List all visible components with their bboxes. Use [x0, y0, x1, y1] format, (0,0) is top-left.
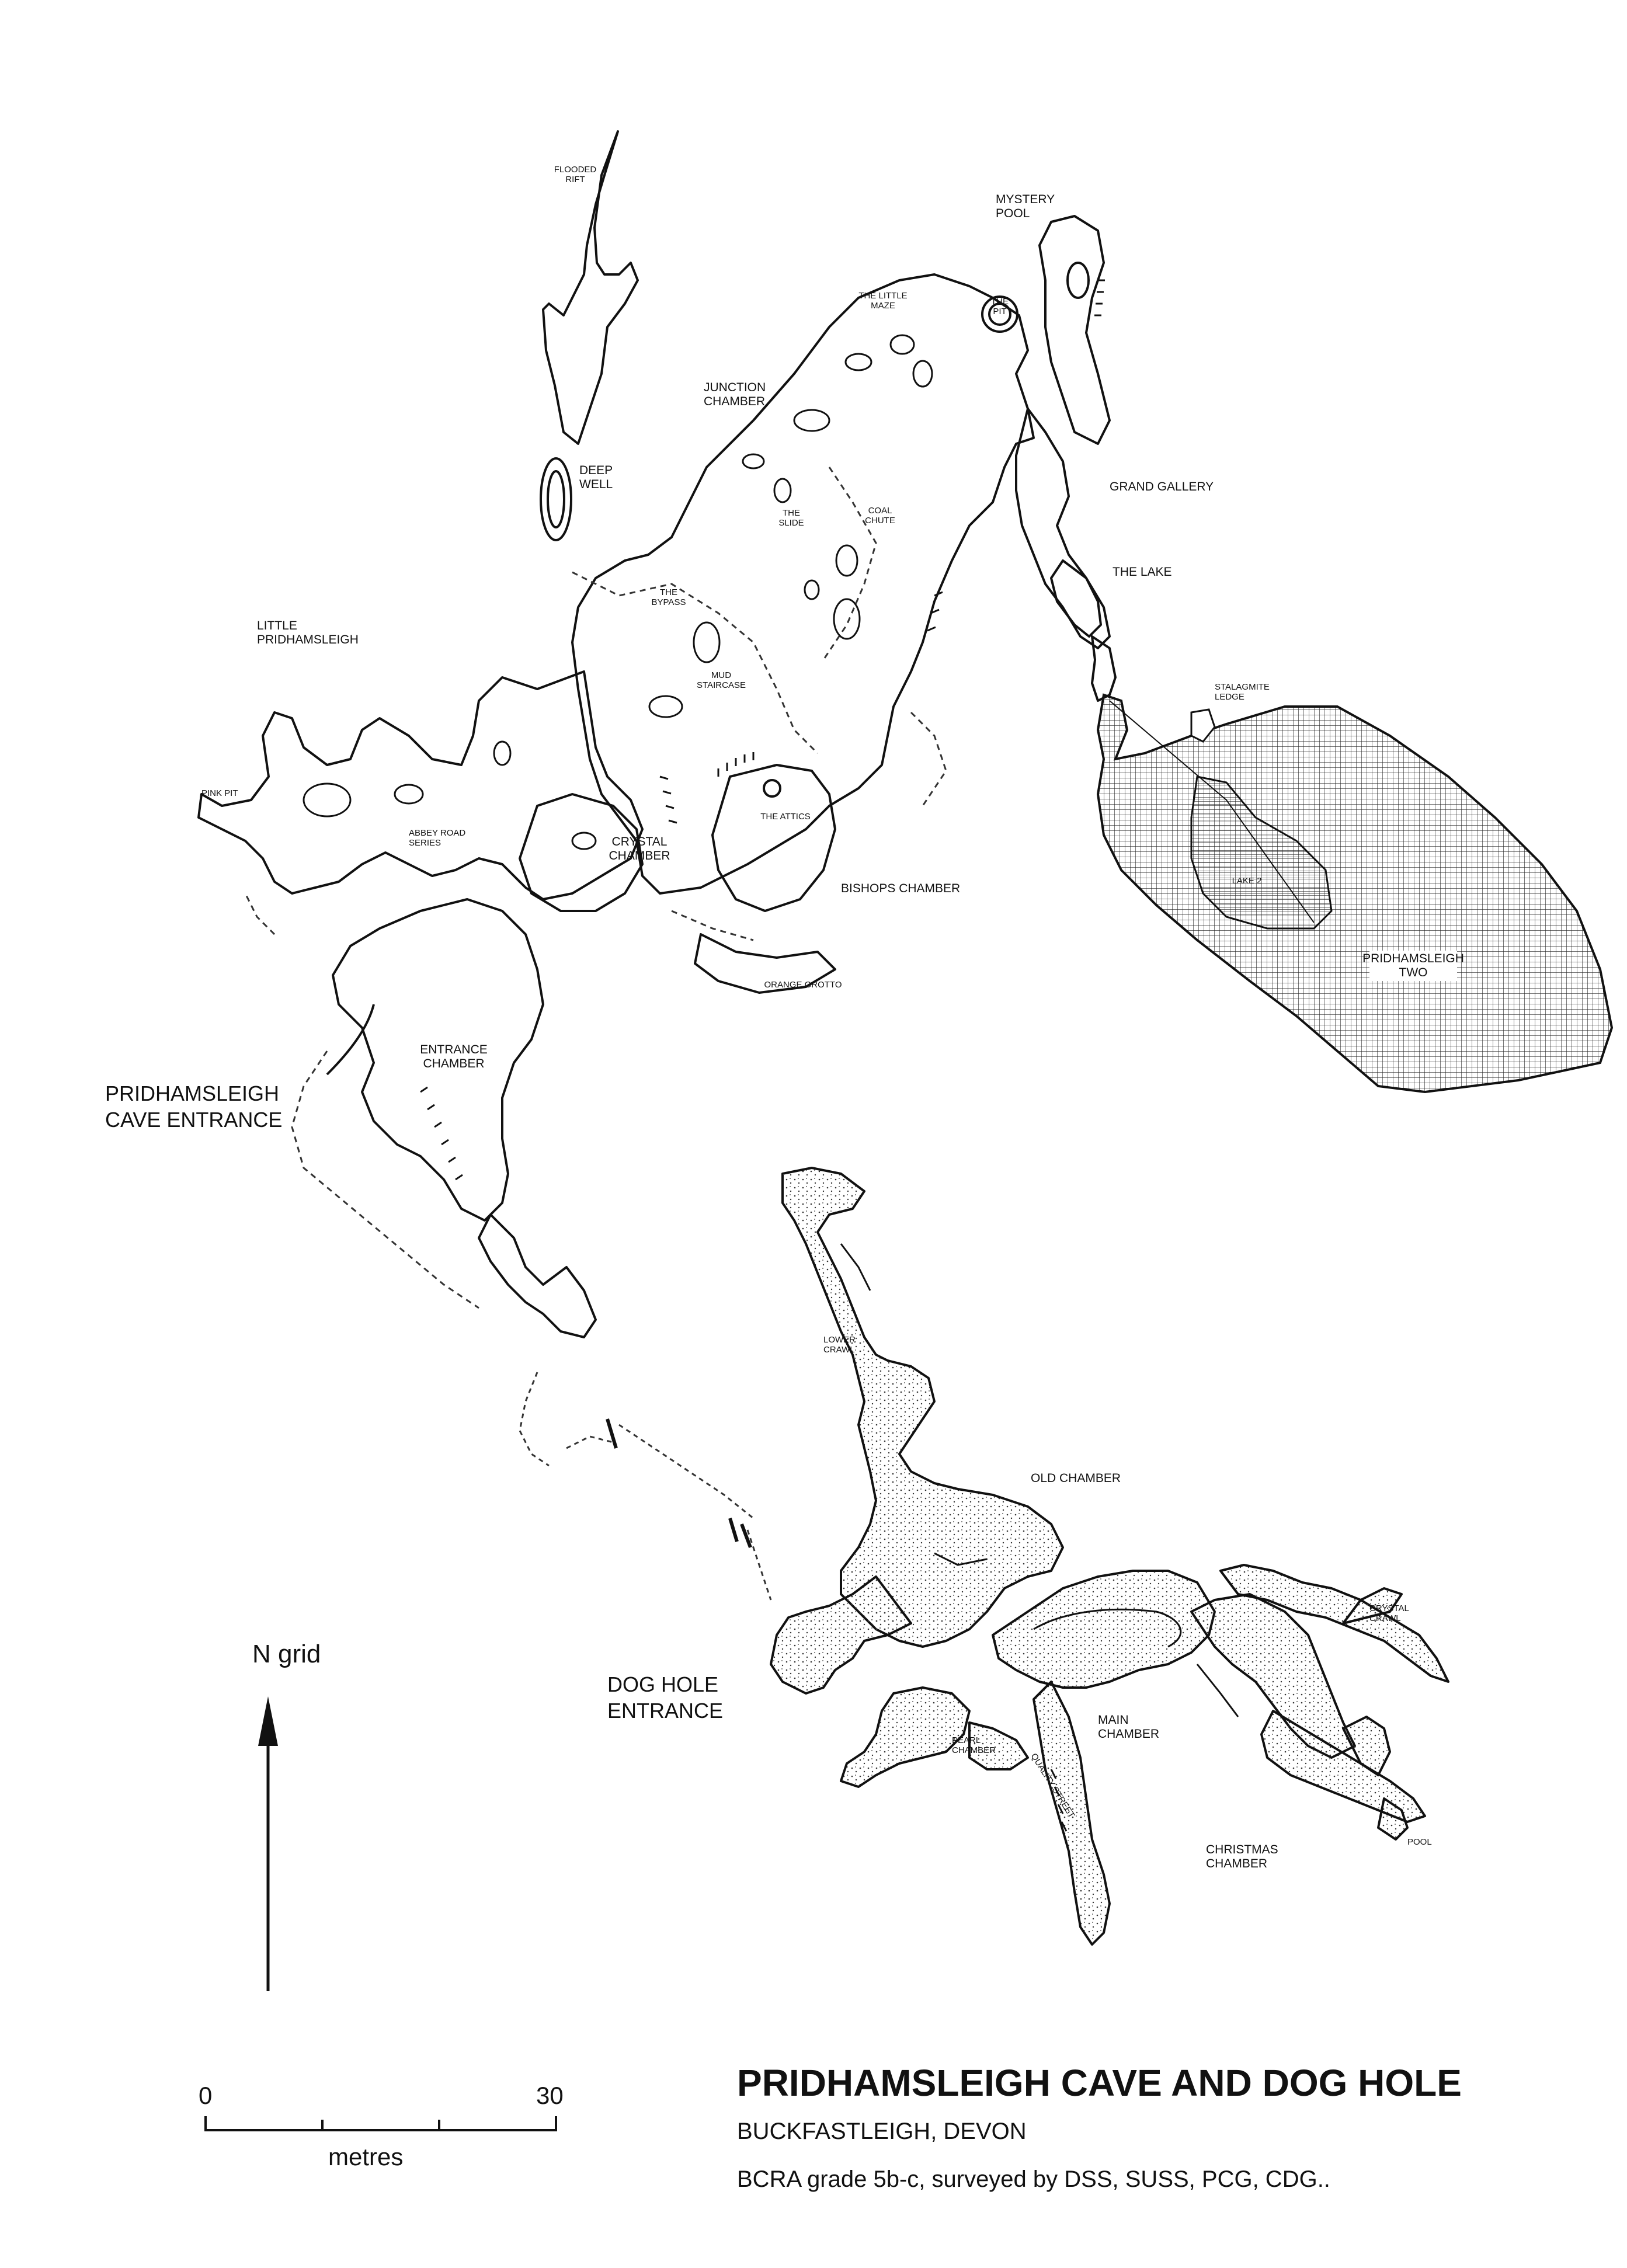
label-mystery-pool: MYSTERY POOL [996, 193, 1055, 221]
label-the-attics: THE ATTICS [760, 812, 811, 822]
label-pridhamsleigh-cave-entrance: PRIDHAMSLEIGH CAVE ENTRANCE [105, 1081, 283, 1132]
label-pink-pit: PINK PIT [201, 788, 238, 798]
pridhamsleigh-two [1096, 693, 1614, 1094]
label-the-bypass: THE BYPASS [651, 587, 686, 608]
label-lake-2: LAKE 2 [1232, 876, 1262, 886]
label-the-slide: THE SLIDE [778, 508, 804, 528]
pridhamsleigh-dashed-passages [244, 467, 947, 1309]
label-dog-hole-entrance: DOG HOLE ENTRANCE [607, 1672, 724, 1723]
label-main-chamber: MAIN CHAMBER [1098, 1713, 1160, 1741]
label-lower-crawl: LOWER CRAWL [823, 1335, 856, 1355]
label-bishops-chamber: BISHOPS CHAMBER [841, 882, 961, 895]
label-pool: POOL [1407, 1837, 1432, 1847]
map-location: BUCKFASTLEIGH, DEVON [737, 2119, 1027, 2144]
label-little-pridhamsleigh: LITTLE PRIDHAMSLEIGH [257, 619, 359, 647]
label-orange-grotto: ORANGE GROTTO [764, 980, 842, 990]
dog-hole-detail [840, 1243, 1239, 1832]
pridhamsleigh-cave-outline [197, 130, 1117, 1338]
dog-hole-entrance-lines [519, 1372, 772, 1601]
pridhamsleigh-pitch-ticks [420, 279, 1105, 1181]
label-christmas-chamber: CHRISTMAS CHAMBER [1206, 1843, 1278, 1871]
label-pearl-chamber: PEARL CHAMBER [952, 1735, 996, 1756]
scale-max-label: 30 [536, 2082, 564, 2109]
label-crystal-crawl: CRYSTAL CRAWL [1369, 1603, 1409, 1624]
label-flooded-rift: FLOODED RIFT [554, 165, 597, 185]
label-grand-gallery: GRAND GALLERY [1110, 480, 1214, 493]
dog-hole-entrance-marks [606, 1418, 752, 1549]
scale-unit-label: metres [328, 2143, 404, 2170]
north-grid-label: N grid [252, 1640, 321, 1668]
label-coal-chute: COAL CHUTE [865, 506, 895, 526]
scale-bar [204, 2116, 557, 2131]
map-credits: BCRA grade 5b-c, surveyed by DSS, SUSS, … [737, 2166, 1330, 2192]
label-deep-well: DEEP WELL [579, 464, 613, 492]
label-pridhamsleigh-two: PRIDHAMSLEIGH TWO [1362, 952, 1464, 980]
label-the-pit: THE PIT [991, 297, 1009, 317]
map-title: PRIDHAMSLEIGH CAVE AND DOG HOLE [737, 2062, 1462, 2104]
label-stalagmite-ledge: STALAGMITE LEDGE [1215, 682, 1270, 702]
label-entrance-chamber: ENTRANCE CHAMBER [420, 1043, 488, 1071]
label-old-chamber: OLD CHAMBER [1031, 1472, 1121, 1485]
label-abbey-road-series: ABBEY ROAD SERIES [409, 828, 466, 848]
north-arrow [258, 1696, 278, 1991]
label-junction-chamber: JUNCTION CHAMBER [704, 381, 766, 409]
label-crystal-chamber: CRYSTAL CHAMBER [609, 835, 670, 863]
label-mud-staircase: MUD STAIRCASE [697, 670, 746, 691]
scale-min-label: 0 [199, 2082, 213, 2109]
dog-hole-outline [770, 1167, 1449, 1946]
pridhamsleigh-boulders [303, 334, 933, 850]
label-the-lake: THE LAKE [1113, 565, 1172, 579]
label-the-little-maze: THE LITTLE MAZE [858, 291, 908, 311]
